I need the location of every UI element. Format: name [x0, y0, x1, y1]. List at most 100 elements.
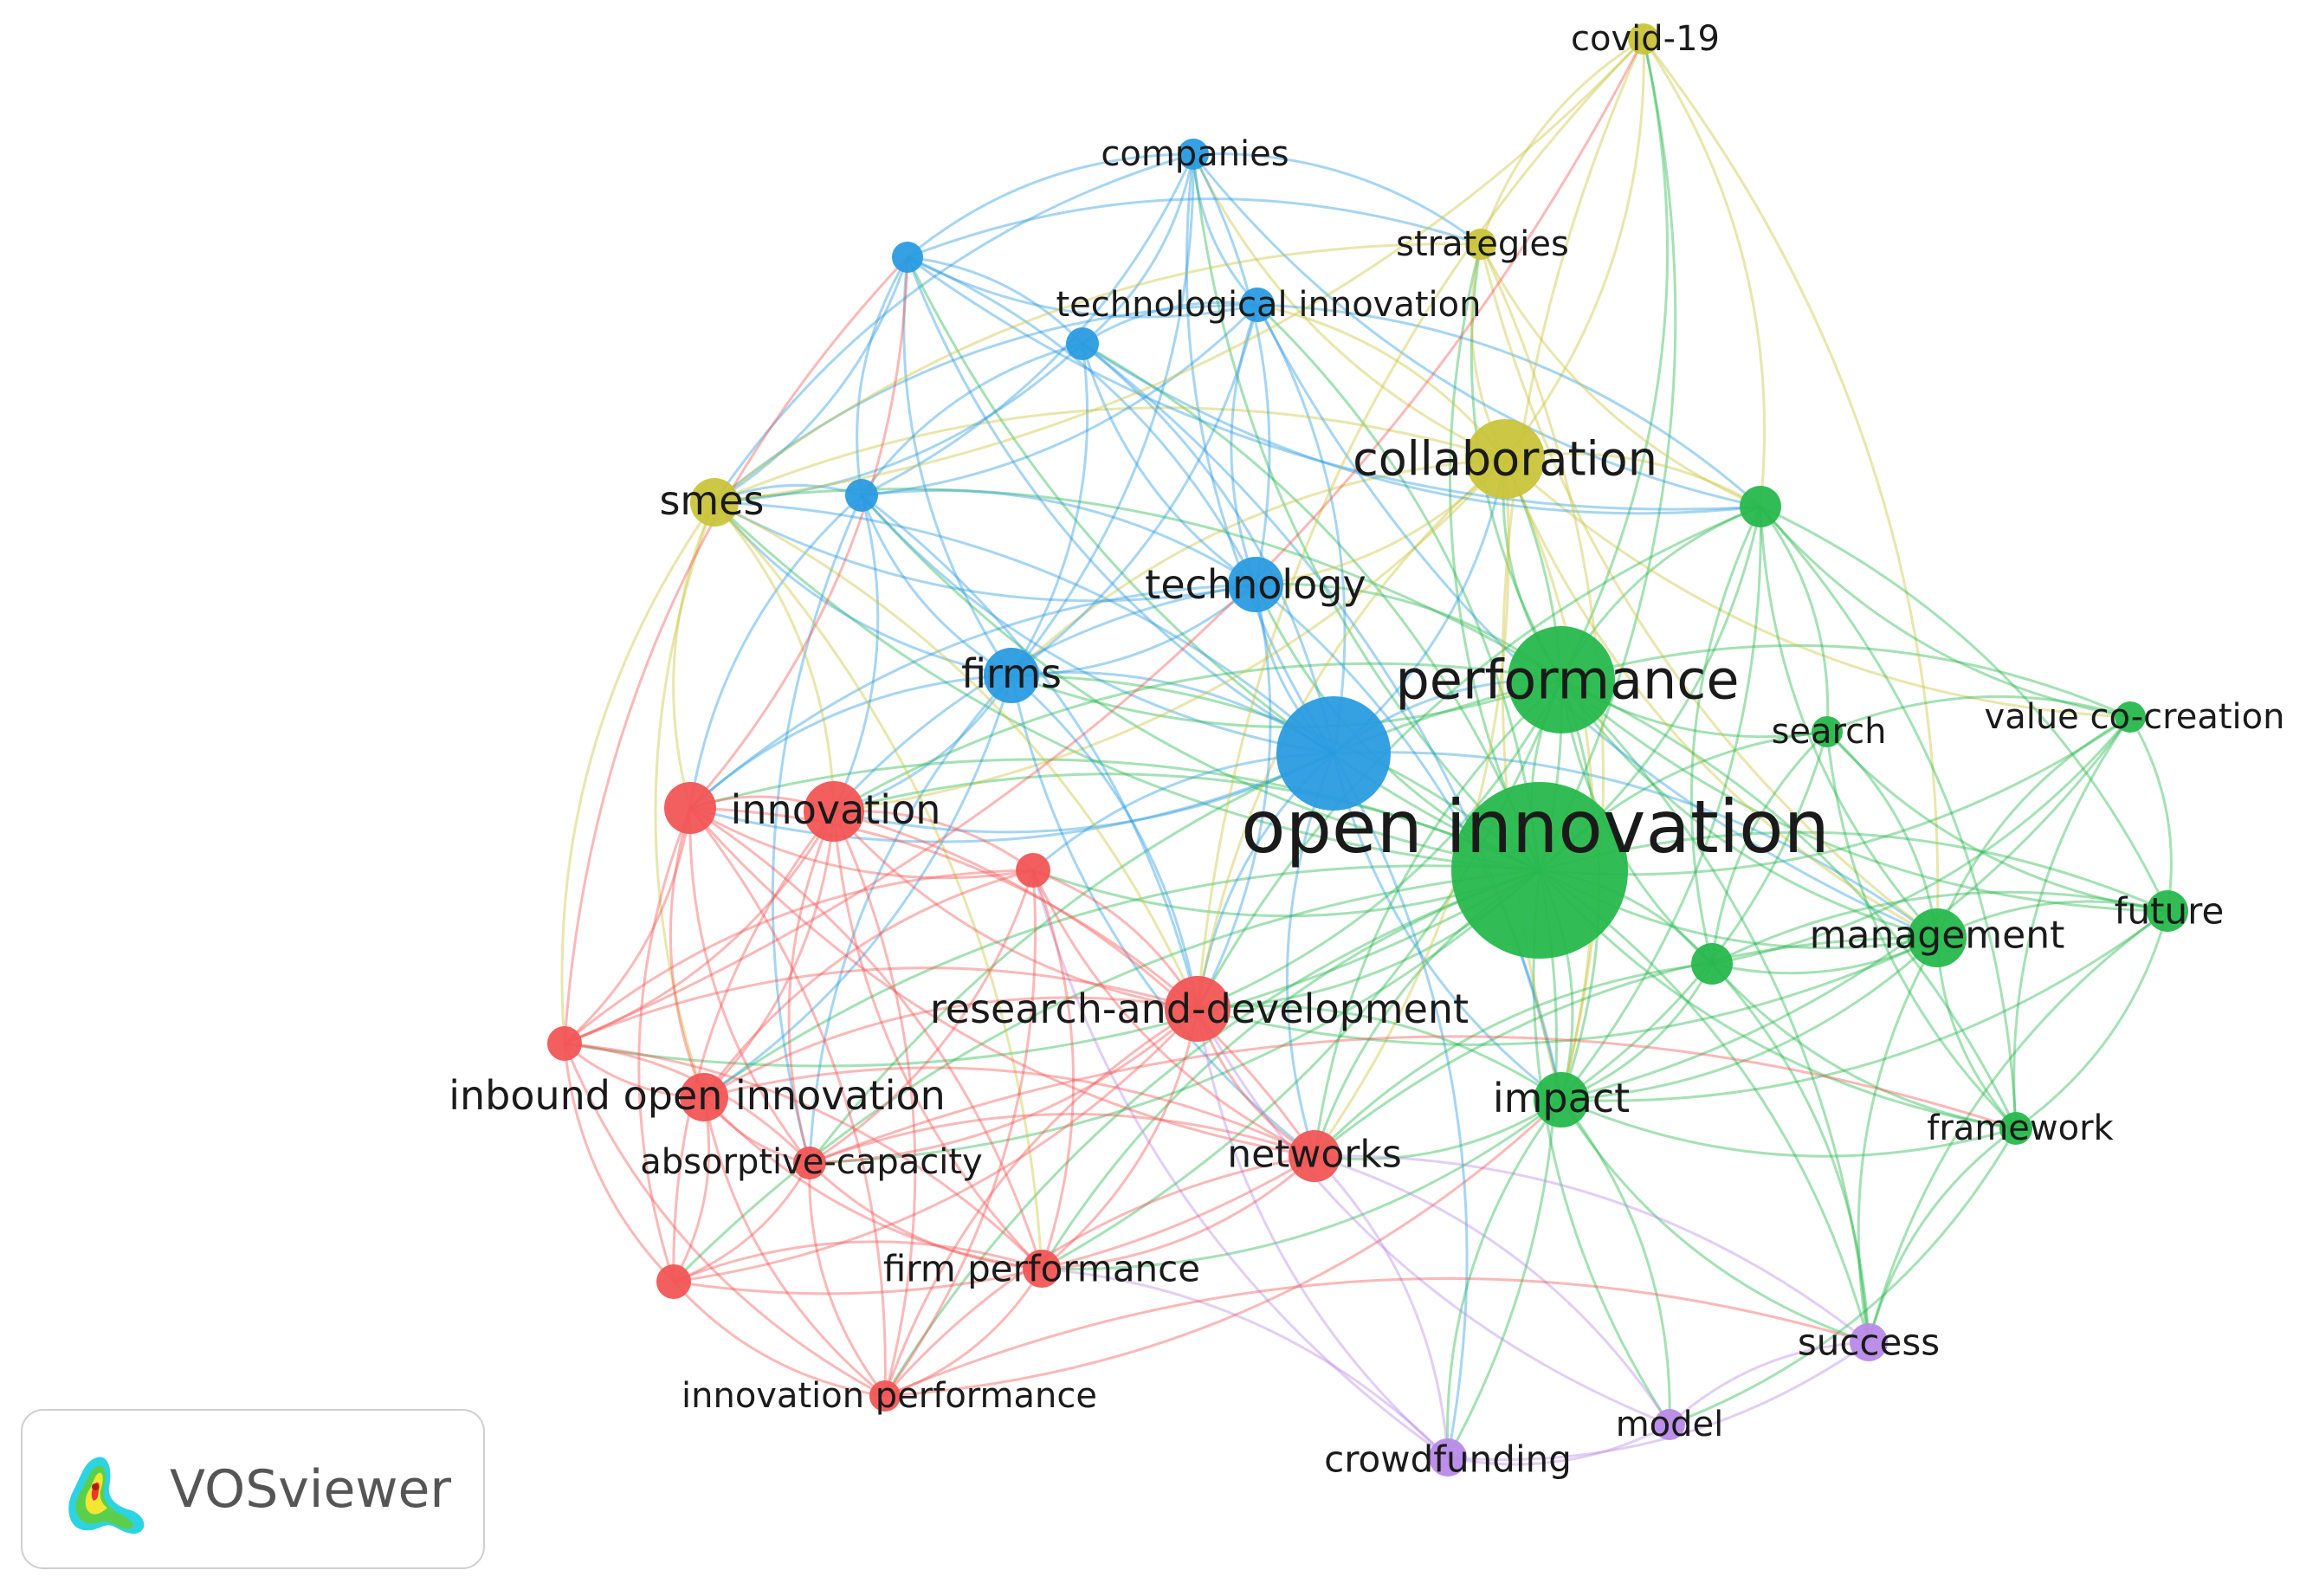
- label-management: management: [1810, 914, 2065, 958]
- edge-value-co-creation-management: [1935, 715, 2131, 939]
- node-innovation[interactable]: [804, 781, 864, 842]
- node-inbound-open-innovation[interactable]: [680, 1073, 728, 1121]
- edge-smes-research-and-development: [714, 501, 1199, 1010]
- edge-technological-innovation-smes: [714, 303, 1258, 504]
- node-strategies[interactable]: [1465, 229, 1496, 260]
- edge-impact-research-and-development: [1197, 1005, 1562, 1102]
- node-green-mid[interactable]: [1691, 943, 1733, 985]
- node-collaboration[interactable]: [1465, 419, 1545, 499]
- node-red-center[interactable]: [1016, 853, 1050, 888]
- edge-green-mid-framework: [1710, 963, 2017, 1130]
- node-technology[interactable]: [1228, 557, 1283, 612]
- edge-firms-companies: [1010, 153, 1195, 676]
- node-technological-innovation[interactable]: [1240, 288, 1275, 322]
- label-success: success: [1798, 1321, 1940, 1364]
- node-impact[interactable]: [1534, 1072, 1589, 1128]
- edge-collaboration-management: [1503, 458, 1938, 940]
- edge-technology-impact: [1255, 583, 1563, 1101]
- label-model: model: [1616, 1405, 1724, 1444]
- node-innovation-performance[interactable]: [869, 1380, 901, 1412]
- node-red-left[interactable]: [664, 782, 716, 834]
- node-blue-c[interactable]: [845, 479, 878, 512]
- edge-firms-inbound-open-innovation: [703, 675, 1013, 1099]
- edge-research-and-development-firm-performance: [1041, 1008, 1199, 1270]
- edge-innovation-performance-impact: [884, 1098, 1563, 1398]
- edge-red-left-red-far-left: [563, 807, 692, 1045]
- edge-performance-innovation: [833, 662, 1562, 813]
- edge-companies-smes: [713, 152, 1194, 503]
- edge-firms-technological-innovation: [1011, 304, 1259, 677]
- edge-search-framework: [1825, 731, 2018, 1130]
- node-companies[interactable]: [1178, 139, 1209, 170]
- node-model[interactable]: [1654, 1409, 1685, 1440]
- edge-open-innovation-blue-innovation: [833, 752, 1334, 834]
- edge-red-left-absorptive-capacity: [688, 807, 811, 1164]
- edge-open-innovation-blue-networks: [1285, 753, 1335, 1157]
- edge-research-and-development-absorptive-capacity: [809, 1007, 1198, 1165]
- node-open-innovation-blue[interactable]: [1276, 696, 1391, 811]
- edge-open-innovation-inbound-open-innovation: [703, 864, 1541, 1099]
- edge-open-innovation-blue-crowdfunding: [1332, 753, 1469, 1458]
- edge-green-top-research-and-development: [1196, 505, 1761, 1010]
- label-innovation: innovation: [731, 786, 941, 833]
- edge-firms-absorptive-capacity: [808, 674, 1013, 1164]
- edge-smes-covid-19: [714, 37, 1645, 504]
- node-networks[interactable]: [1289, 1130, 1340, 1182]
- node-framework[interactable]: [1999, 1112, 2032, 1145]
- edge-smes-red-left: [672, 501, 716, 809]
- edge-research-and-development-inbound-open-innovation: [703, 996, 1198, 1099]
- edge-inbound-open-innovation-networks: [703, 1066, 1315, 1158]
- label-inbound-open-innovation: inbound open innovation: [449, 1072, 946, 1119]
- edge-search-value-co-creation: [1826, 695, 2131, 733]
- node-blue-a[interactable]: [892, 242, 923, 273]
- edge-open-innovation-red-far-left: [564, 869, 1541, 1068]
- node-search[interactable]: [1812, 716, 1843, 747]
- node-firms[interactable]: [984, 648, 1039, 703]
- edge-technology-companies: [1192, 153, 1271, 585]
- edge-technological-innovation-green-top: [1256, 303, 1761, 508]
- edge-search-management: [1825, 730, 1939, 939]
- node-absorptive-capacity[interactable]: [793, 1147, 826, 1179]
- edge-innovation-performance-success: [884, 1276, 1870, 1398]
- edge-collaboration-impact: [1503, 458, 1596, 1101]
- edge-smes-strategies: [714, 242, 1482, 504]
- node-management[interactable]: [1908, 908, 1967, 967]
- edge-green-top-management: [1759, 506, 1939, 940]
- node-red-bottom-left[interactable]: [656, 1264, 691, 1299]
- edge-performance-success: [1560, 678, 1870, 1343]
- edge-inbound-open-innovation-innovation-performance: [702, 1096, 886, 1398]
- label-performance: performance: [1395, 649, 1739, 712]
- node-covid-19[interactable]: [1628, 23, 1659, 55]
- edge-companies-blue-a: [907, 152, 1194, 259]
- edge-future-green-mid: [1711, 890, 2168, 966]
- edge-blue-c-absorptive-capacity: [771, 494, 863, 1164]
- edge-innovation-red-far-left: [564, 811, 836, 1045]
- edge-firms-smes: [713, 501, 1012, 677]
- edge-framework-model: [1669, 1128, 2018, 1426]
- edge-open-innovation-blue-smes: [714, 501, 1335, 755]
- edge-green-top-value-co-creation: [1759, 506, 2131, 719]
- node-blue-b[interactable]: [1066, 327, 1099, 360]
- edge-open-innovation-absorptive-capacity: [809, 869, 1541, 1165]
- node-smes[interactable]: [690, 478, 739, 527]
- node-open-innovation[interactable]: [1451, 782, 1628, 959]
- label-technology: technology: [1145, 561, 1366, 608]
- node-research-and-development[interactable]: [1165, 976, 1231, 1042]
- label-innovation-performance: innovation performance: [681, 1376, 1097, 1416]
- node-future[interactable]: [2147, 890, 2188, 932]
- edge-collaboration-firms: [1010, 457, 1506, 677]
- node-firm-performance[interactable]: [1023, 1250, 1061, 1288]
- node-value-co-creation[interactable]: [2115, 701, 2146, 733]
- label-technological-innovation: technological innovation: [1056, 285, 1482, 325]
- edge-red-left-red-center: [689, 806, 1034, 880]
- edge-firms-networks: [1010, 675, 1315, 1158]
- node-success[interactable]: [1850, 1323, 1888, 1361]
- node-green-top[interactable]: [1740, 486, 1781, 527]
- node-crowdfunding[interactable]: [1429, 1438, 1467, 1476]
- edge-innovation-red-bottom-left: [672, 811, 836, 1283]
- edge-open-innovation-blue-red-left: [689, 752, 1334, 843]
- edge-open-innovation-blue-c: [860, 494, 1541, 872]
- node-red-far-left[interactable]: [547, 1026, 582, 1061]
- edge-open-innovation-blue-b: [1082, 342, 1541, 871]
- node-performance[interactable]: [1508, 626, 1615, 733]
